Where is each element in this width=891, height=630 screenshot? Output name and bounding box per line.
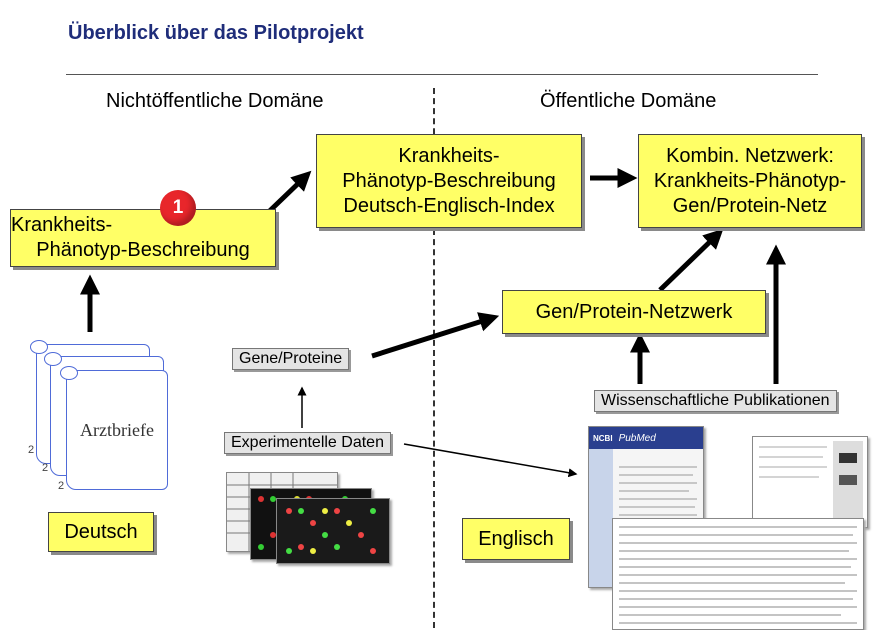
letter-scroll-curl-icon (60, 366, 78, 380)
page-marker-3: 2 (58, 480, 65, 492)
genes-proteins-label: Gene/Proteine (232, 348, 350, 370)
gene-protein-network-box: Gen/Protein-Netzwerk (502, 290, 766, 334)
index-line3: Deutsch-Englisch-Index (343, 194, 555, 217)
language-german-label: Deutsch (64, 520, 138, 543)
arrow-experiments-to-publications (403, 443, 578, 478)
phenotype-description-box: Krankheits- Phänotyp-Beschreibung (10, 209, 276, 267)
domain-private-label: Nichtöffentliche Domäne (106, 90, 324, 112)
pubmed-logo: PubMed (618, 432, 656, 444)
index-line1: Krankheits- (398, 144, 500, 167)
phenotype-description-line1: Krankheits- (11, 214, 113, 236)
microarray-dots-icon (277, 499, 389, 563)
combined-network-line2: Krankheits-Phänotyp- (653, 169, 847, 192)
domain-divider (433, 88, 435, 628)
combined-network-box: Kombin. Netzwerk: Krankheits-Phänotyp- G… (638, 134, 862, 228)
microarray-image-2 (276, 498, 390, 564)
combined-network-line3: Gen/Protein-Netz (672, 194, 828, 217)
letter-scroll-curl-icon (30, 340, 48, 354)
text-lines-icon (759, 441, 863, 521)
letters-label: Arztbriefe (80, 420, 154, 440)
letter-scroll-front (66, 370, 168, 490)
experimental-data-label: Experimentelle Daten (224, 432, 391, 454)
publications-label: Wissenschaftliche Publikationen (594, 390, 837, 412)
language-german-box: Deutsch (48, 512, 154, 552)
publication-page-image-1 (752, 436, 868, 528)
title-rule (66, 74, 818, 75)
language-english-box: Englisch (462, 518, 570, 560)
phenotype-description-line2: Phänotyp-Beschreibung (36, 239, 250, 261)
arrow-network-to-combined (658, 228, 724, 292)
text-lines-icon (619, 526, 857, 624)
combined-network-line1: Kombin. Netzwerk: (666, 144, 834, 167)
index-line2: Phänotyp-Beschreibung (342, 169, 556, 192)
pubmed-page-image: NCBI PubMed (588, 426, 704, 588)
step-badge: 1 (160, 190, 196, 226)
index-box: Krankheits- Phänotyp-Beschreibung Deutsc… (316, 134, 582, 228)
gene-protein-network-label: Gen/Protein-Netzwerk (535, 300, 733, 323)
publication-abstract-image (612, 518, 864, 630)
ncbi-logo: NCBI (593, 433, 613, 443)
arrow-genes-to-network (371, 312, 500, 359)
page-marker-2: 2 (42, 462, 49, 474)
letter-scroll-curl-icon (44, 352, 62, 366)
page-marker-1: 2 (28, 444, 35, 456)
page-title: Überblick über das Pilotprojekt (68, 22, 364, 44)
language-english-label: Englisch (478, 527, 554, 550)
domain-public-label: Öffentliche Domäne (540, 90, 717, 112)
